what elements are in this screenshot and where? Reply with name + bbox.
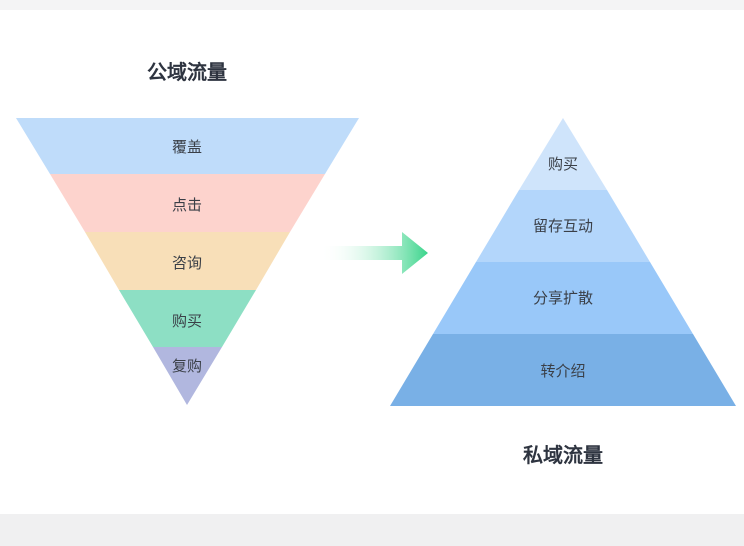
private-pyramid: 购买 留存互动 分享扩散 转介绍 xyxy=(390,118,736,406)
funnel-layer-repurchase xyxy=(153,347,222,405)
public-funnel: 覆盖 点击 咨询 购买 复购 xyxy=(16,118,359,405)
funnel-label-cover: 覆盖 xyxy=(172,138,202,156)
pyramid-label-sharing: 分享扩散 xyxy=(533,289,593,307)
public-traffic-title: 公域流量 xyxy=(147,60,227,84)
arrow-right-icon xyxy=(320,232,428,274)
pyramid-layer-sharing xyxy=(433,262,693,334)
funnel-layer-cover xyxy=(16,118,359,174)
pyramid-label-purchase: 购买 xyxy=(548,155,578,173)
funnel-label-purchase: 购买 xyxy=(172,312,202,330)
private-traffic-title: 私域流量 xyxy=(523,443,603,467)
funnel-layer-purchase xyxy=(119,290,256,347)
pyramid-layer-retention xyxy=(476,190,650,262)
pyramid-label-referral: 转介绍 xyxy=(540,362,585,380)
pyramid-label-retention: 留存互动 xyxy=(533,217,593,235)
bottom-band xyxy=(0,514,744,546)
pyramid-layer-purchase xyxy=(519,118,607,190)
funnel-label-inquiry: 咨询 xyxy=(172,254,202,272)
funnel-label-repurchase: 复购 xyxy=(172,357,202,375)
funnel-layer-click xyxy=(50,174,325,232)
pyramid-layer-referral xyxy=(390,334,736,406)
funnel-label-click: 点击 xyxy=(172,196,202,214)
top-band xyxy=(0,0,744,10)
funnel-layer-inquiry xyxy=(85,232,290,290)
